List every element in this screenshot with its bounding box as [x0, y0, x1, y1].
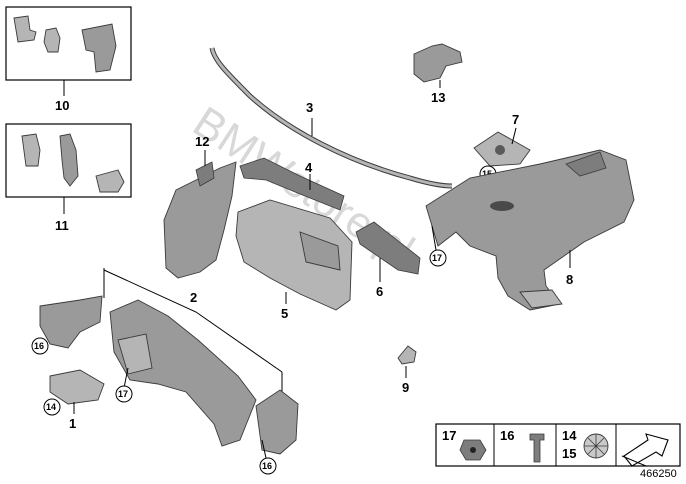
leader-7: [511, 127, 517, 145]
bracket-2: [103, 269, 283, 373]
callout-10: 10: [55, 98, 69, 113]
callout-17b-circle: [429, 249, 447, 267]
legend-frame: [435, 423, 681, 467]
leader-17b: [431, 225, 437, 251]
part-11-pieces: [21, 133, 125, 193]
callout-7: 7: [512, 112, 519, 127]
legend-label-15: 15: [562, 446, 576, 461]
callout-1: 1: [69, 416, 76, 431]
legend-label-17: 17: [442, 428, 456, 443]
callout-13: 13: [431, 90, 445, 105]
part-11-box: [5, 123, 132, 198]
callout-16a: 16: [34, 341, 44, 351]
legend-label-14: 14: [562, 428, 577, 443]
screw-icon: [529, 433, 545, 463]
part-12-side-panel: [163, 161, 237, 279]
callout-17a-circle: [115, 385, 133, 403]
callout-6: 6: [376, 284, 383, 299]
part-1-plate: [49, 369, 105, 405]
part-13-bracket: [413, 43, 463, 83]
callout-15: 15: [482, 169, 492, 179]
part-2c-panel: [255, 389, 299, 455]
part-5-insulation: [235, 199, 353, 311]
fastener-legend: 17 16 14 15: [435, 423, 681, 467]
part-2a-bracket: [39, 295, 103, 349]
callout-8: 8: [566, 272, 573, 287]
callout-3: 3: [306, 100, 313, 115]
callout-2: 2: [190, 290, 197, 305]
legend-label-16: 16: [500, 428, 514, 443]
callout-17a: 17: [118, 389, 128, 399]
callout-4: 4: [305, 160, 313, 175]
catalog-number: 466250: [640, 468, 677, 480]
part-4-channel: [239, 157, 345, 211]
callout-14: 14: [46, 402, 56, 412]
part-6-strip: [355, 221, 421, 275]
callout-5: 5: [281, 306, 288, 321]
part-9-clip: [397, 345, 417, 365]
leader-16b: [261, 439, 267, 459]
part-10-box: [5, 6, 132, 81]
callout-16a-circle: [31, 337, 49, 355]
callout-16b: 16: [262, 461, 272, 471]
callout-11: 11: [55, 218, 69, 233]
part-10-pieces: [13, 15, 117, 73]
callout-9: 9: [402, 380, 409, 395]
callout-16b-circle: [259, 457, 277, 475]
direction-arrow-icon: [623, 433, 669, 467]
leader-17a: [123, 367, 129, 389]
callout-14-circle: [43, 398, 61, 416]
callout-12: 12: [195, 134, 209, 149]
callout-17b: 17: [432, 253, 442, 263]
part-8-tunnel-insulation: [425, 149, 635, 311]
